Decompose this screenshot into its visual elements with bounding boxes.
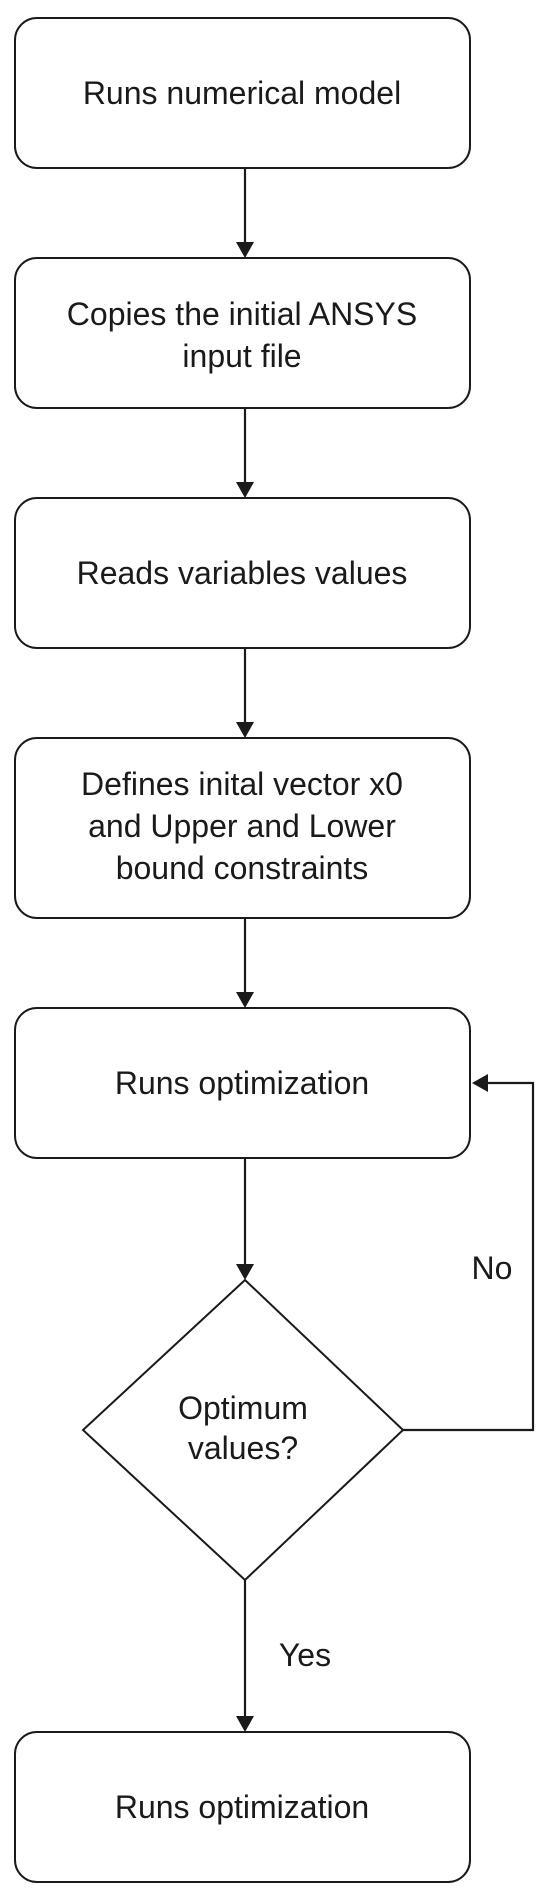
node-label-line: Defines inital vector x0 [81,766,403,802]
node-label-line: input file [182,338,301,374]
edge-n4-n5 [236,918,254,1008]
edge-n1-n2 [236,168,254,258]
edge-d1-n5-no [403,1074,535,1432]
node-copies-input-file: Copies the initial ANSYS input file [14,257,471,409]
decision-optimum-values: Optimum values? [81,1278,405,1582]
node-runs-optimization-final: Runs optimization [14,1731,471,1883]
edge-n2-n3 [236,408,254,498]
edge-label-no: No [472,1250,513,1286]
node-label-line: Reads variables values [77,555,408,591]
node-label-line: Copies the initial ANSYS [67,296,417,332]
decision-label-line: values? [188,1430,298,1466]
node-defines-initial-vector: Defines inital vector x0 and Upper and L… [14,737,471,919]
node-reads-variables-values: Reads variables values [14,497,471,649]
edge-n3-n4 [236,648,254,738]
node-label-line: and Upper and Lower [88,808,396,844]
node-label-line: bound constraints [116,850,369,886]
node-runs-numerical-model: Runs numerical model [14,17,471,169]
edge-n5-d1 [236,1158,254,1280]
node-label-line: Runs optimization [115,1789,369,1825]
decision-label-line: Optimum [178,1390,308,1426]
node-label-line: Runs numerical model [83,75,401,111]
node-runs-optimization: Runs optimization [14,1007,471,1159]
node-label-line: Runs optimization [115,1065,369,1101]
edge-d1-n6-yes [236,1580,254,1732]
edge-label-yes: Yes [279,1637,331,1673]
